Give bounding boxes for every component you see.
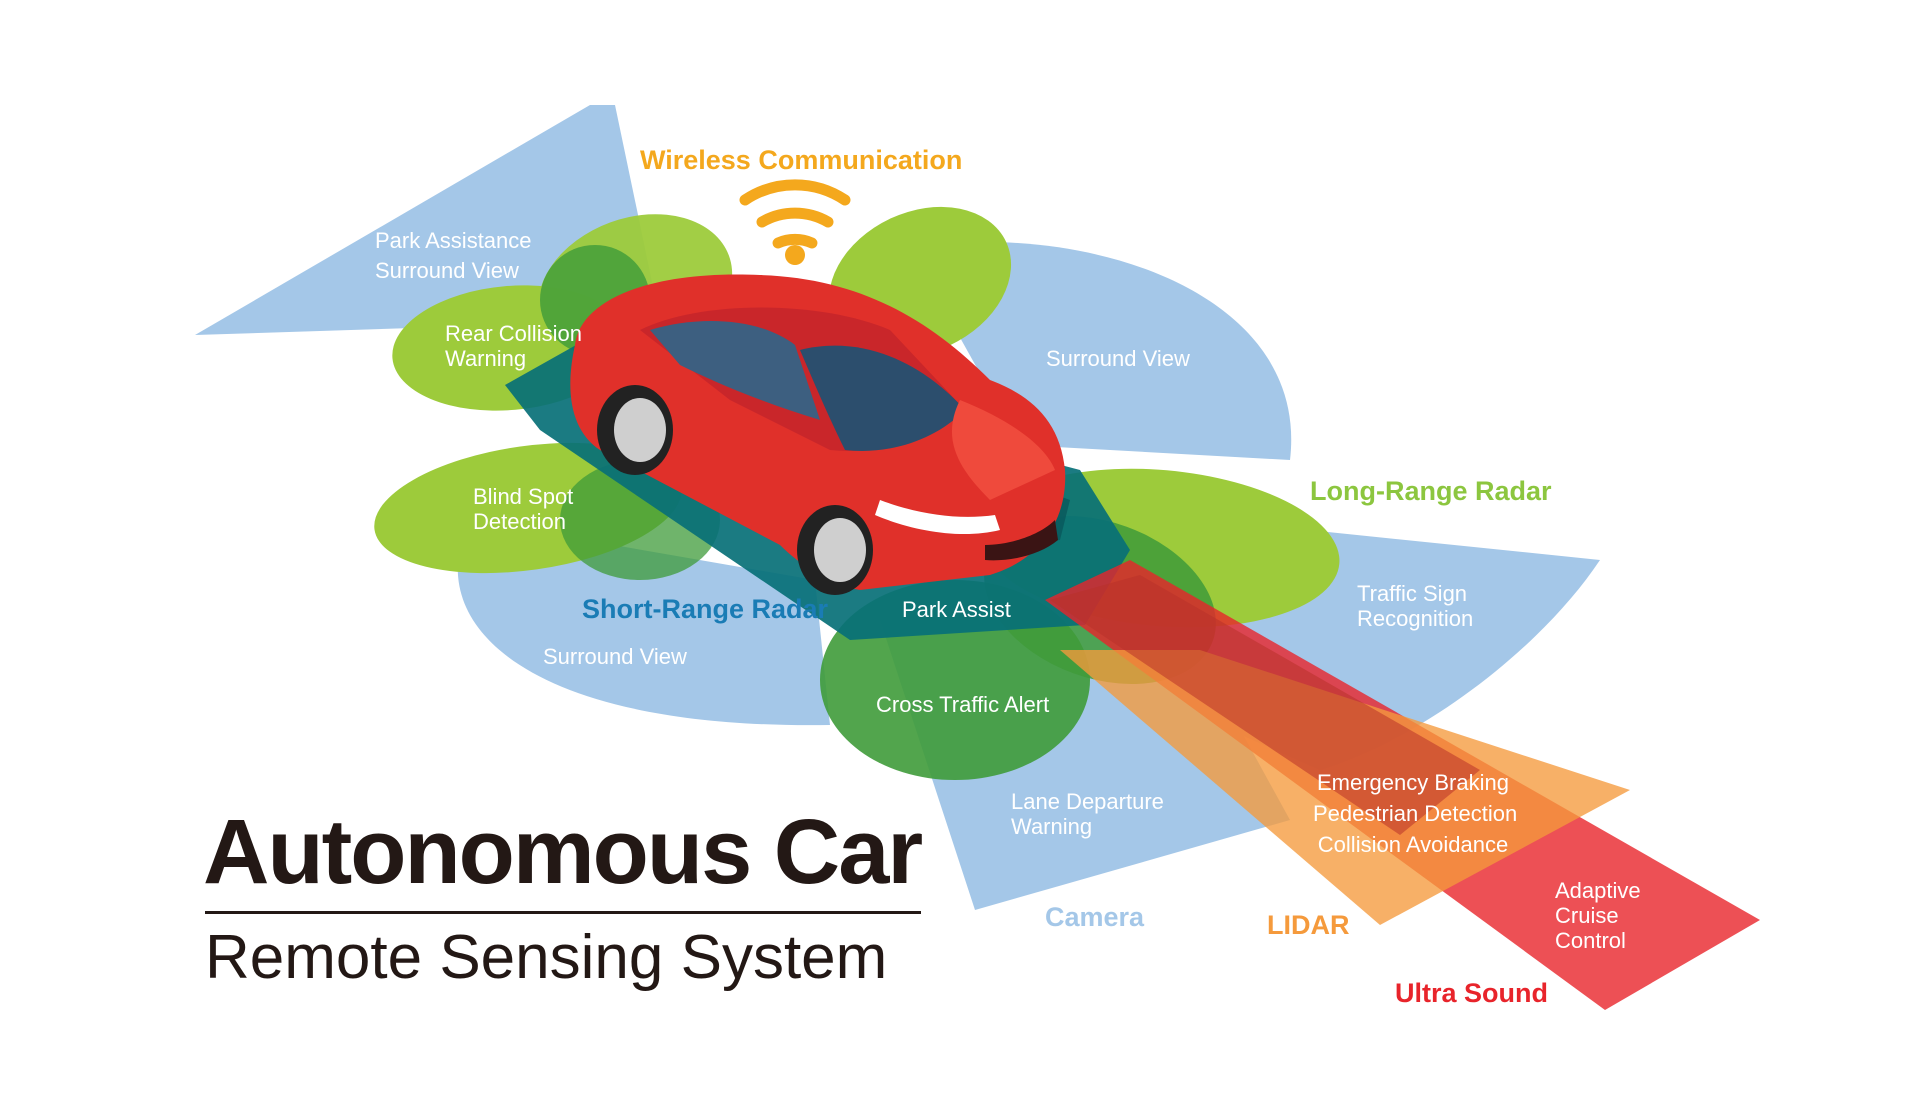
label-line: Warning [445, 346, 527, 371]
label-line: Collision Avoidance [1317, 832, 1509, 857]
label-park-assistance: Park Assistance Surround View [375, 228, 532, 283]
car-illustration [570, 274, 1070, 595]
label-line: Recognition [1357, 606, 1474, 631]
category-camera: Camera [1045, 902, 1145, 932]
label-line: Warning [1011, 814, 1093, 839]
category-short-range-radar: Short-Range Radar [582, 594, 829, 624]
category-ultra-sound: Ultra Sound [1395, 978, 1548, 1008]
car-hood-highlight [951, 400, 1055, 500]
label-cross-traffic: Cross Traffic Alert [876, 692, 1050, 717]
label-blind-spot: Blind Spot Detection [473, 484, 573, 534]
label-line: Emergency Braking [1317, 770, 1509, 795]
page-subtitle: Remote Sensing System [205, 923, 888, 992]
car-side-window [650, 321, 820, 420]
camera-zone-left [457, 520, 830, 726]
car-wheel-rear [597, 385, 673, 475]
label-line: Blind Spot [473, 484, 574, 509]
label-surround-view-left: Surround View [543, 644, 687, 669]
car-wheel-front [797, 505, 873, 595]
label-line: Cruise [1555, 903, 1619, 928]
page-title: Autonomous Car [203, 801, 923, 903]
label-line: Surround View [375, 258, 519, 283]
label-line: Traffic Sign [1357, 581, 1468, 606]
label-traffic-sign: Traffic Sign Recognition [1357, 581, 1473, 631]
label-emergency: Emergency Braking Pedestrian Detection C… [1313, 767, 1518, 860]
label-line: Park Assistance [375, 228, 532, 253]
category-long-range-radar: Long-Range Radar [1310, 476, 1552, 506]
category-wireless: Wireless Communication [640, 145, 963, 175]
label-line: Adaptive [1555, 878, 1641, 903]
label-line: Detection [473, 509, 566, 534]
label-rear-collision: Rear Collision Warning [445, 321, 582, 371]
category-lidar: LIDAR [1267, 910, 1350, 940]
label-park-assist: Park Assist [902, 597, 1011, 622]
label-surround-view-top: Surround View [1046, 346, 1190, 371]
label-line: Rear Collision [445, 321, 582, 346]
title-divider [205, 911, 921, 914]
label-adaptive-cruise: Adaptive Cruise Control [1555, 878, 1641, 953]
camera-zone-rear-left [195, 105, 660, 335]
car-windshield [800, 345, 965, 451]
label-line: Control [1555, 928, 1626, 953]
label-line: Pedestrian Detection [1313, 801, 1518, 826]
beam-overlap [1050, 575, 1480, 835]
car-grille [985, 520, 1058, 561]
label-line: Lane Departure [1011, 789, 1164, 814]
wifi-icon [739, 179, 851, 265]
car-headlight [875, 500, 1000, 535]
label-lane-departure: Lane Departure Warning [1011, 789, 1164, 839]
